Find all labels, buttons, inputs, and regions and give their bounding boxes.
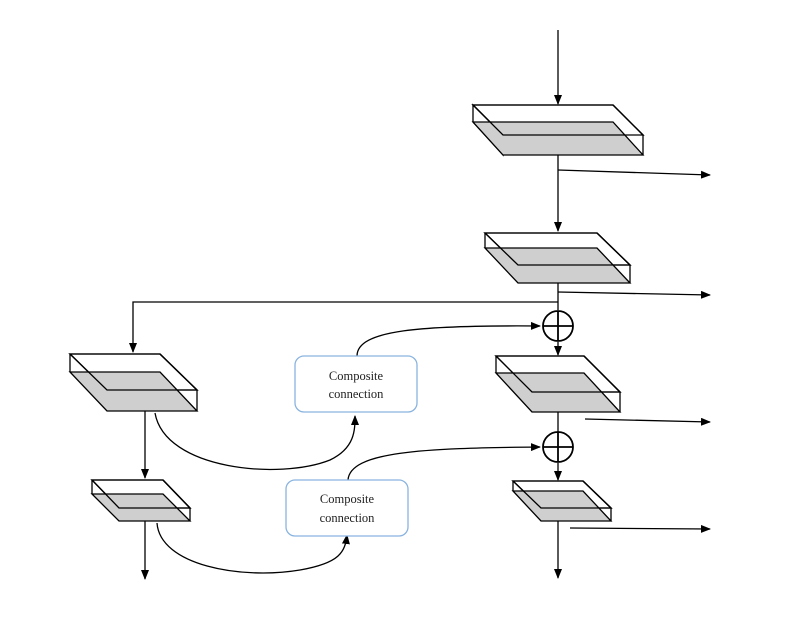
arrow-to-assistant-block1 <box>129 301 558 353</box>
lead-backbone-block-1 <box>471 103 645 157</box>
assistant-backbone-arrows <box>129 301 558 580</box>
curve-assistant1-to-composite1 <box>154 412 359 471</box>
output-arrow-3 <box>584 417 711 426</box>
assistant-backbone-block-2 <box>90 479 192 522</box>
lead-backbone-block-3 <box>494 355 622 413</box>
output-arrow-4 <box>569 524 711 533</box>
add-node-1 <box>542 310 574 342</box>
composite-curves <box>154 321 541 574</box>
curve-composite1-to-add1 <box>356 321 541 357</box>
composite-connection-box-1: Composite connection <box>294 355 418 413</box>
composite-box-2-line1: Composite <box>320 492 375 506</box>
add-node-2 <box>542 431 574 463</box>
assistant-backbone-block-1 <box>68 353 199 412</box>
lead-output-arrows <box>557 169 711 533</box>
curve-assistant2-to-composite2 <box>156 522 350 574</box>
lead-backbone-block-4 <box>511 480 613 522</box>
composite-connection-box-2: Composite connection <box>285 479 409 537</box>
output-arrow-2 <box>557 290 711 299</box>
lead-backbone-block-2 <box>483 232 632 284</box>
composite-box-1-line1: Composite <box>329 369 384 383</box>
output-arrow-1 <box>557 169 711 179</box>
curve-composite2-to-add2 <box>347 443 541 481</box>
composite-box-2-line2: connection <box>320 511 376 525</box>
composite-box-1-line2: connection <box>329 387 385 401</box>
